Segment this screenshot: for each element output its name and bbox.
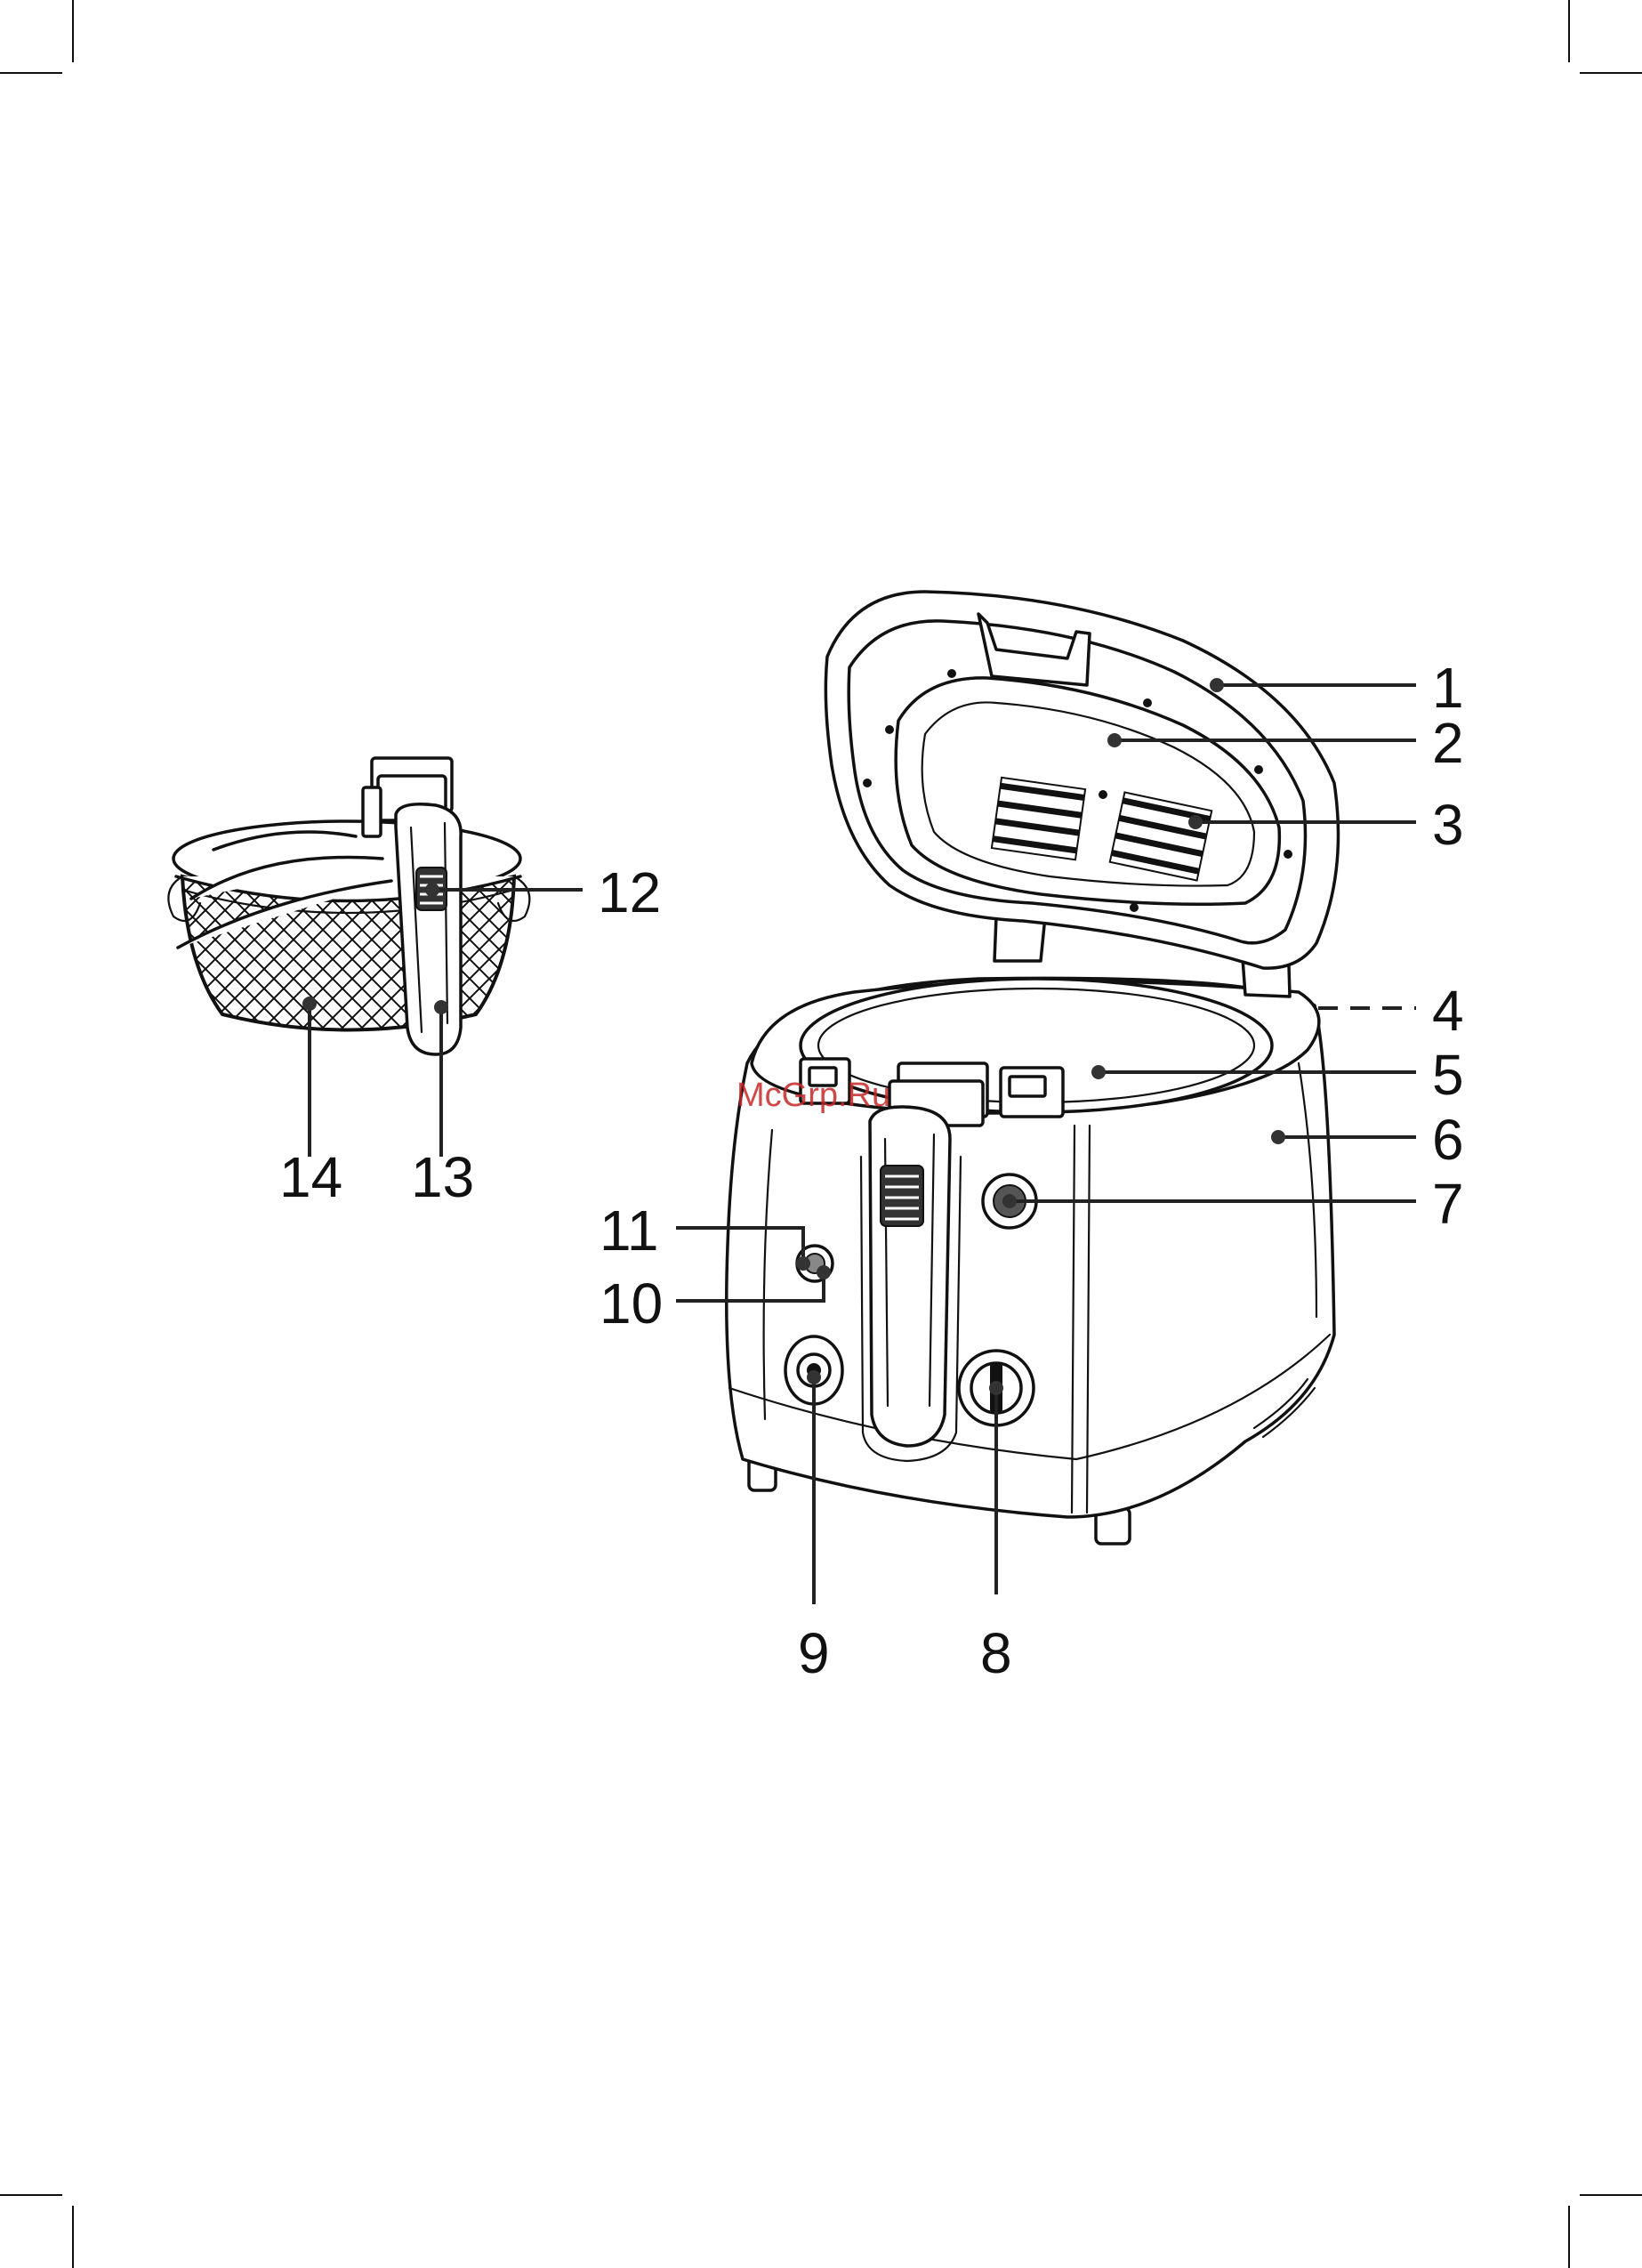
callout-12: 12 — [598, 860, 661, 924]
watermark-text: McGrp.Ru — [736, 1077, 890, 1114]
callout-6: 6 — [1432, 1108, 1464, 1172]
filter-vents-left — [992, 778, 1085, 860]
callout-3: 3 — [1432, 793, 1464, 857]
callout-14: 14 — [279, 1145, 342, 1209]
callout-13: 13 — [411, 1145, 474, 1209]
frying-basket-illustration — [168, 758, 529, 1054]
callout-9: 9 — [798, 1621, 830, 1685]
callout-10: 10 — [600, 1271, 663, 1336]
callout-7: 7 — [1432, 1172, 1464, 1236]
callout-4: 4 — [1432, 979, 1464, 1043]
lid — [825, 592, 1338, 968]
callout-5: 5 — [1432, 1043, 1464, 1107]
callout-8: 8 — [980, 1621, 1012, 1685]
callout-2: 2 — [1432, 711, 1464, 775]
deep-fryer-illustration — [727, 592, 1339, 1544]
callout-11: 11 — [600, 1199, 658, 1263]
